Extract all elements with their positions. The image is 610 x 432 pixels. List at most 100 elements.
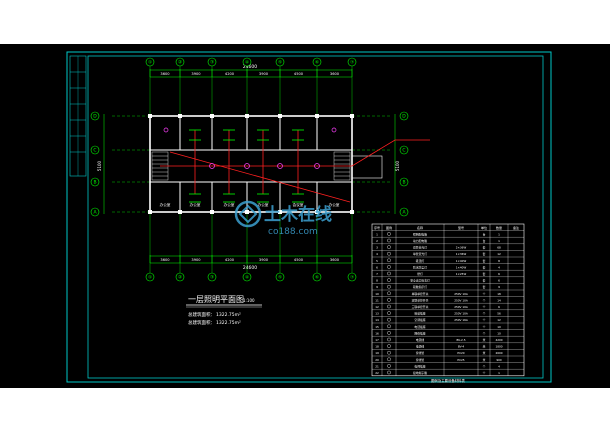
axis-label: ② — [178, 60, 182, 66]
dimension-segment: 4500 — [294, 258, 304, 262]
legend-symbol-icon — [387, 278, 391, 282]
legend-cell: 个 — [483, 371, 486, 375]
dimension-segment: 4500 — [294, 72, 304, 76]
axis-bubble — [399, 177, 409, 187]
legend-cell: 1 — [376, 232, 378, 236]
room-label: 办公室 — [224, 202, 235, 207]
legend-cell: 5 — [376, 259, 378, 263]
legend-symbol-icon — [387, 317, 391, 322]
legend-header-cell: 单位 — [481, 225, 487, 230]
axis-label: ① — [148, 60, 152, 66]
axis-label: C — [402, 148, 405, 154]
legend-cell: 套 — [483, 279, 486, 283]
legend-cell: 疏散指示灯 — [413, 285, 427, 289]
legend-cell: 9 — [498, 285, 500, 289]
axis-bubble — [90, 177, 100, 187]
legend-cell: 7 — [376, 272, 378, 276]
axis-label: ⑥ — [315, 275, 319, 281]
legend-cell: 2 — [376, 239, 378, 243]
legend-symbol-icon — [387, 357, 391, 362]
legend-cell: 250V 10A — [454, 305, 468, 309]
legend-symbol-icon — [387, 298, 391, 302]
axis-bubble — [399, 207, 409, 217]
legend-cell: PC25 — [457, 358, 464, 362]
dimension-segment: 3600 — [160, 72, 170, 76]
legend-cell: 单联单控开关 — [412, 292, 429, 296]
legend-header-cell: 数量 — [496, 225, 502, 230]
legend-symbol-icon — [387, 311, 391, 315]
axis-label: ④ — [245, 275, 249, 281]
legend-cell: 双管荧光灯 — [413, 246, 427, 250]
legend-cell: 个 — [483, 312, 486, 316]
legend-header-cell: 名称 — [417, 225, 423, 230]
area-value-1: 1322.75m² — [216, 312, 241, 318]
axis-bubble — [145, 272, 155, 282]
axis-bubble — [145, 57, 155, 67]
legend-cell: 暗装插座 — [414, 312, 425, 316]
axis-label: D — [402, 114, 406, 120]
area-label-2: 总建筑面积： — [188, 319, 215, 326]
legend-symbol-icon — [387, 364, 391, 368]
legend-cell: 穿线管 — [416, 351, 425, 355]
legend-cell: 防水防尘灯 — [413, 265, 427, 269]
dimension-segment: 3600 — [330, 258, 340, 262]
legend-cell: 1×40W — [456, 265, 467, 269]
legend-symbol-icon — [387, 324, 391, 329]
legend-cell: 个 — [483, 298, 486, 302]
floor-plan: 办公室 办公室 办公室 会议室 办公室 办公室 — [112, 114, 430, 214]
legend-cell: PC20 — [457, 351, 464, 355]
legend-cell: 台 — [483, 239, 486, 243]
legend-cell: 1 — [498, 232, 500, 236]
axis-label: D — [93, 114, 97, 120]
dimension-segment: 4200 — [225, 72, 235, 76]
axis-label: ③ — [210, 275, 214, 281]
axis-label: B — [93, 180, 96, 186]
legend-cell: 个 — [483, 305, 486, 309]
axis-label: A — [93, 210, 97, 216]
legend-cell: 吸顶灯 — [416, 259, 425, 263]
legend-cell: 空调插座 — [414, 318, 425, 322]
legend-cell: 250V 10A — [454, 312, 468, 316]
legend-cell: 56 — [497, 312, 501, 316]
legend-cell: 照明配电箱 — [413, 232, 427, 236]
legend-cell: 6 — [498, 305, 500, 309]
legend-cell: 套 — [483, 259, 486, 263]
legend-cell: 12 — [497, 252, 501, 256]
legend-cell: 4200 — [495, 338, 502, 342]
watermark-site: co188.com — [268, 227, 318, 237]
legend-cell: 19 — [375, 351, 379, 355]
legend-cell: 双联单控开关 — [412, 298, 429, 302]
legend-cell: 6 — [498, 272, 500, 276]
legend-cell: 电话插座 — [414, 325, 425, 329]
dimension-segment: 3600 — [160, 258, 170, 262]
room-label: 办公室 — [160, 202, 171, 207]
left-total-dimension: 5100 — [97, 160, 102, 171]
legend-cell: 21 — [375, 364, 379, 368]
dimension-segment: 3600 — [330, 72, 340, 76]
legend-cell: 1×40W — [456, 259, 467, 263]
legend-symbol-icon — [387, 258, 391, 263]
legend-cell: 18 — [497, 292, 501, 296]
legend-cell: 9 — [376, 285, 378, 289]
axis-bubble — [275, 57, 285, 67]
legend-cell: 10 — [497, 331, 501, 335]
room-label: 办公室 — [190, 202, 201, 207]
legend-cell: 68 — [497, 246, 501, 250]
axis-label: ② — [178, 275, 182, 281]
legend-cell: 250V 10A — [454, 292, 468, 296]
legend-cell: 套 — [483, 246, 486, 250]
legend-symbol-icon — [387, 245, 391, 249]
